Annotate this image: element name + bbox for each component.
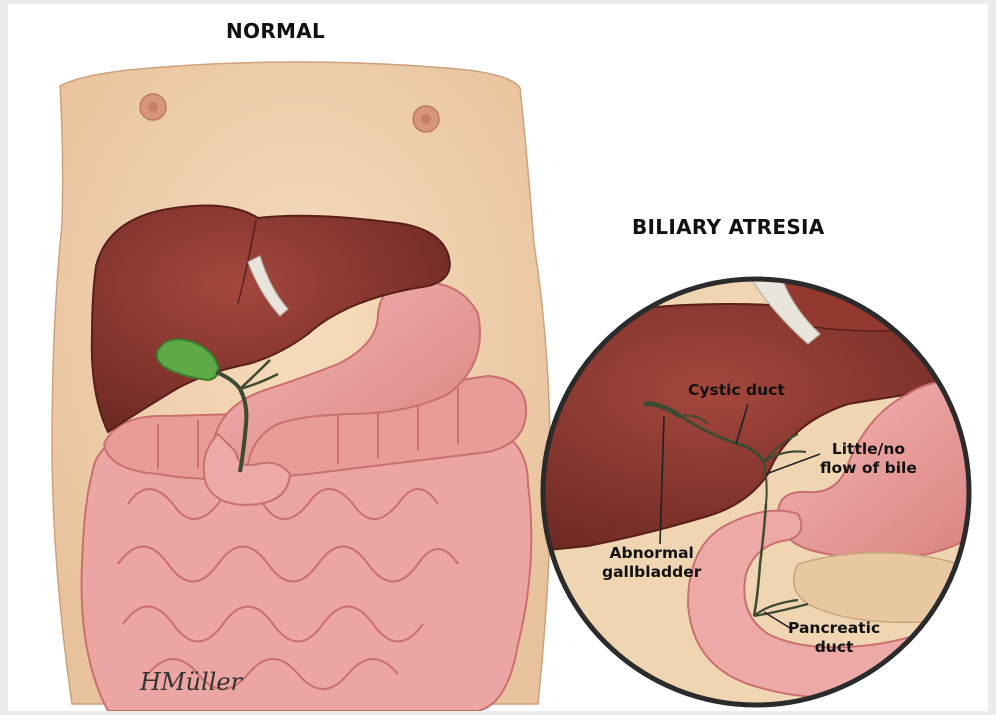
label-little-flow-line1: Little/no (820, 440, 917, 459)
label-pancreatic-line2: duct (788, 638, 880, 657)
biliary-atresia-inset (528, 266, 988, 711)
label-abnormal-line1: Abnormal (602, 544, 701, 563)
heading-normal: NORMAL (226, 19, 325, 43)
anatomy-illustration (8, 4, 988, 711)
label-little-flow-line2: flow of bile (820, 459, 917, 478)
artist-signature: HMüller (140, 668, 242, 696)
label-pancreatic-line1: Pancreatic (788, 619, 880, 638)
illustration-canvas: NORMAL BILIARY ATRESIA Cystic duct Littl… (8, 4, 988, 711)
label-little-flow-of-bile: Little/no flow of bile (820, 440, 917, 478)
label-abnormal-gallbladder: Abnormal gallbladder (602, 544, 701, 582)
label-cystic-duct: Cystic duct (688, 381, 785, 400)
label-cystic-duct-text: Cystic duct (688, 381, 785, 400)
label-pancreatic-duct: Pancreatic duct (788, 619, 880, 657)
heading-biliary-atresia: BILIARY ATRESIA (632, 215, 825, 239)
label-abnormal-line2: gallbladder (602, 563, 701, 582)
